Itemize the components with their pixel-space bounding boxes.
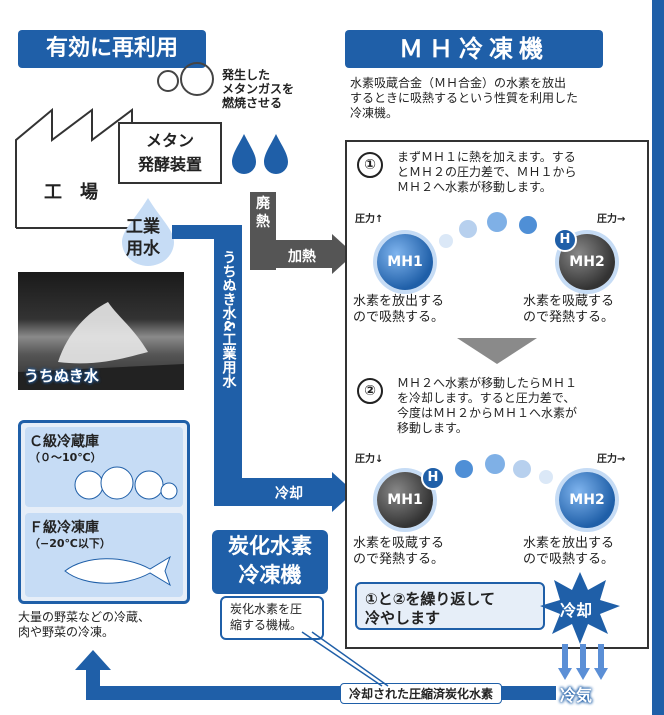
storage-caption-line1: 大量の野菜などの冷蔵、 — [18, 610, 151, 624]
step1-pressure-left: 圧力↑ — [355, 214, 384, 225]
gas-note-line2: メタンガスを — [222, 82, 295, 96]
heat-label: 加熱 — [288, 249, 316, 265]
heat-pipe — [250, 240, 334, 268]
step2-left-cap-line2: ので発熱する。 — [353, 552, 445, 567]
step2-pressure-left: 圧力↓ — [355, 454, 384, 465]
splash-image — [18, 302, 184, 390]
haine-label-1: 廃 — [256, 196, 270, 212]
return-arrow-head — [75, 650, 111, 670]
f-range: （−20℃以下） — [29, 537, 111, 550]
c-section: Ｃ級冷蔵庫 （０〜10℃） — [25, 427, 183, 507]
step2-mh2: MH2 — [559, 472, 615, 528]
return-pipe-vertical — [86, 668, 100, 700]
bottom-label: 冷却された圧縮済炭化水素 — [340, 683, 503, 704]
uchinuki-photo: うちぬき水 — [18, 272, 184, 390]
step2-h-badge: H — [421, 466, 445, 490]
step1-pressure-right: 圧力→ — [597, 214, 626, 225]
photo-label: うちぬき水 — [24, 367, 99, 385]
step1-hydrogen-dot-4 — [519, 216, 537, 234]
step2-line3: 今度はＭＨ２からＭＨ１へ水素が — [397, 406, 578, 420]
smoke-circle-small — [157, 70, 179, 92]
cooling-burst-icon — [540, 572, 620, 644]
flame-drops-icon — [232, 134, 288, 174]
storage-caption-line2: 肉や野菜の冷凍。 — [18, 625, 115, 639]
mh-intro-line2: するときに吸熱するという性質を利用した — [350, 91, 579, 105]
step2-left-cap-line1: 水素を吸蔵する — [353, 536, 445, 551]
haine-label-2: 熱 — [256, 214, 270, 230]
right-title: ＭＨ冷凍機 — [345, 30, 603, 68]
smoke-circle-large — [180, 62, 214, 96]
reiki-label: 冷気 — [560, 686, 593, 705]
step2-hydrogen-dot-1 — [455, 460, 473, 478]
right-edge-rail — [652, 0, 664, 715]
vertical-pipe-label: うちぬき水&工業用水 — [214, 250, 242, 393]
burst-label: 冷却 — [560, 601, 593, 620]
step1-h-badge: H — [553, 228, 577, 252]
vegetables-icon — [74, 466, 178, 500]
f-section: Ｆ級冷凍庫 （−20℃以下） — [25, 513, 183, 597]
cold-air-arrows-icon — [558, 644, 608, 680]
water-line2: 用水 — [126, 239, 160, 259]
water-line1: 工業 — [126, 217, 160, 237]
connector-line — [301, 631, 389, 687]
hydrocarbon-title-line1: 炭化水素 — [228, 534, 312, 558]
down-arrow-icon — [457, 338, 537, 364]
step1-hydrogen-dot-1 — [439, 234, 453, 248]
step1-left-cap-line2: ので吸熱する。 — [353, 310, 445, 325]
step1-hydrogen-dot-2 — [459, 220, 477, 238]
step2-hydrogen-dot-4 — [539, 470, 553, 484]
mh-process-panel: ① まずＭＨ１に熱を加えます。する とＭＨ２の圧力差で、ＭＨ１から ＭＨ２へ水素… — [345, 140, 649, 649]
c-range: （０〜10℃） — [29, 451, 102, 464]
device-line1: メタン — [145, 131, 194, 150]
step2-number: ② — [357, 378, 383, 404]
mh-intro-line1: 水素吸蔵合金（ＭＨ合金）の水素を放出 — [350, 76, 567, 90]
step2-right-cap-line2: ので吸熱する。 — [523, 552, 615, 567]
step1-number: ① — [357, 152, 383, 178]
gas-note-line3: 燃焼させる — [222, 96, 283, 110]
step2-line4: 移動します。 — [397, 421, 468, 435]
vertical-pipe-text: うちぬき水&工業用水 — [220, 250, 237, 389]
hydrocarbon-title: 炭化水素 冷凍機 — [212, 530, 328, 594]
c-title: Ｃ級冷蔵庫 — [29, 434, 99, 450]
device-line2: 発酵装置 — [137, 155, 202, 174]
step2-hydrogen-dot-3 — [513, 460, 531, 478]
step1-right-cap-line1: 水素を吸蔵する — [523, 294, 615, 309]
step2-hydrogen-dot-2 — [485, 454, 505, 474]
factory-label: 工 場 — [44, 182, 98, 203]
repeat-box: ①と②を繰り返して 冷やします — [355, 582, 545, 630]
hydrocarbon-desc-box: 炭化水素を圧 縮する機械。 — [220, 596, 324, 640]
fish-icon — [64, 555, 171, 587]
left-title: 有効に再利用 — [18, 30, 206, 68]
hydrocarbon-title-line2: 冷凍機 — [238, 563, 302, 587]
gas-note-line1: 発生した — [222, 68, 271, 82]
pipe-horizontal-cool — [214, 478, 334, 506]
f-title: Ｆ級冷凍庫 — [29, 520, 99, 536]
heat-arrow-head — [332, 234, 354, 274]
pipe-vertical — [214, 225, 242, 505]
step1-hydrogen-dot-3 — [487, 212, 507, 232]
step1-line2: とＭＨ２の圧力差で、ＭＨ１から — [397, 165, 577, 179]
mh-intro-line3: 冷凍機。 — [350, 106, 399, 120]
step2-pressure-right: 圧力→ — [597, 454, 626, 465]
repeat-line2: 冷やします — [365, 609, 441, 627]
storage-box: Ｃ級冷蔵庫 （０〜10℃） Ｆ級冷凍庫 （−20℃以下） — [18, 420, 190, 604]
step1-line1: まずＭＨ１に熱を加えます。する — [397, 150, 576, 164]
step1-line3: ＭＨ２へ水素が移動します。 — [397, 180, 552, 194]
step2-line2: を冷却します。すると圧力差で、 — [397, 391, 576, 405]
repeat-line1: ①と②を繰り返して — [365, 590, 495, 608]
factory-outline — [15, 107, 133, 229]
fermentation-device-box: メタン 発酵装置 — [118, 122, 222, 184]
cool-arrow-head — [332, 472, 354, 512]
cool-label: 冷却 — [275, 486, 303, 502]
step1-left-cap-line1: 水素を放出する — [353, 294, 445, 309]
water-drop-icon — [122, 198, 174, 266]
step1-mh1: MH1 — [377, 234, 433, 290]
step2-line1: ＭＨ２へ水素が移動したらＭＨ１ — [397, 376, 578, 390]
hydrocarbon-desc-line1: 炭化水素を圧 — [230, 602, 303, 616]
step2-right-cap-line1: 水素を放出する — [523, 536, 615, 551]
hydrocarbon-desc-line2: 縮する機械。 — [230, 618, 303, 632]
step1-right-cap-line2: ので発熱する。 — [523, 310, 615, 325]
